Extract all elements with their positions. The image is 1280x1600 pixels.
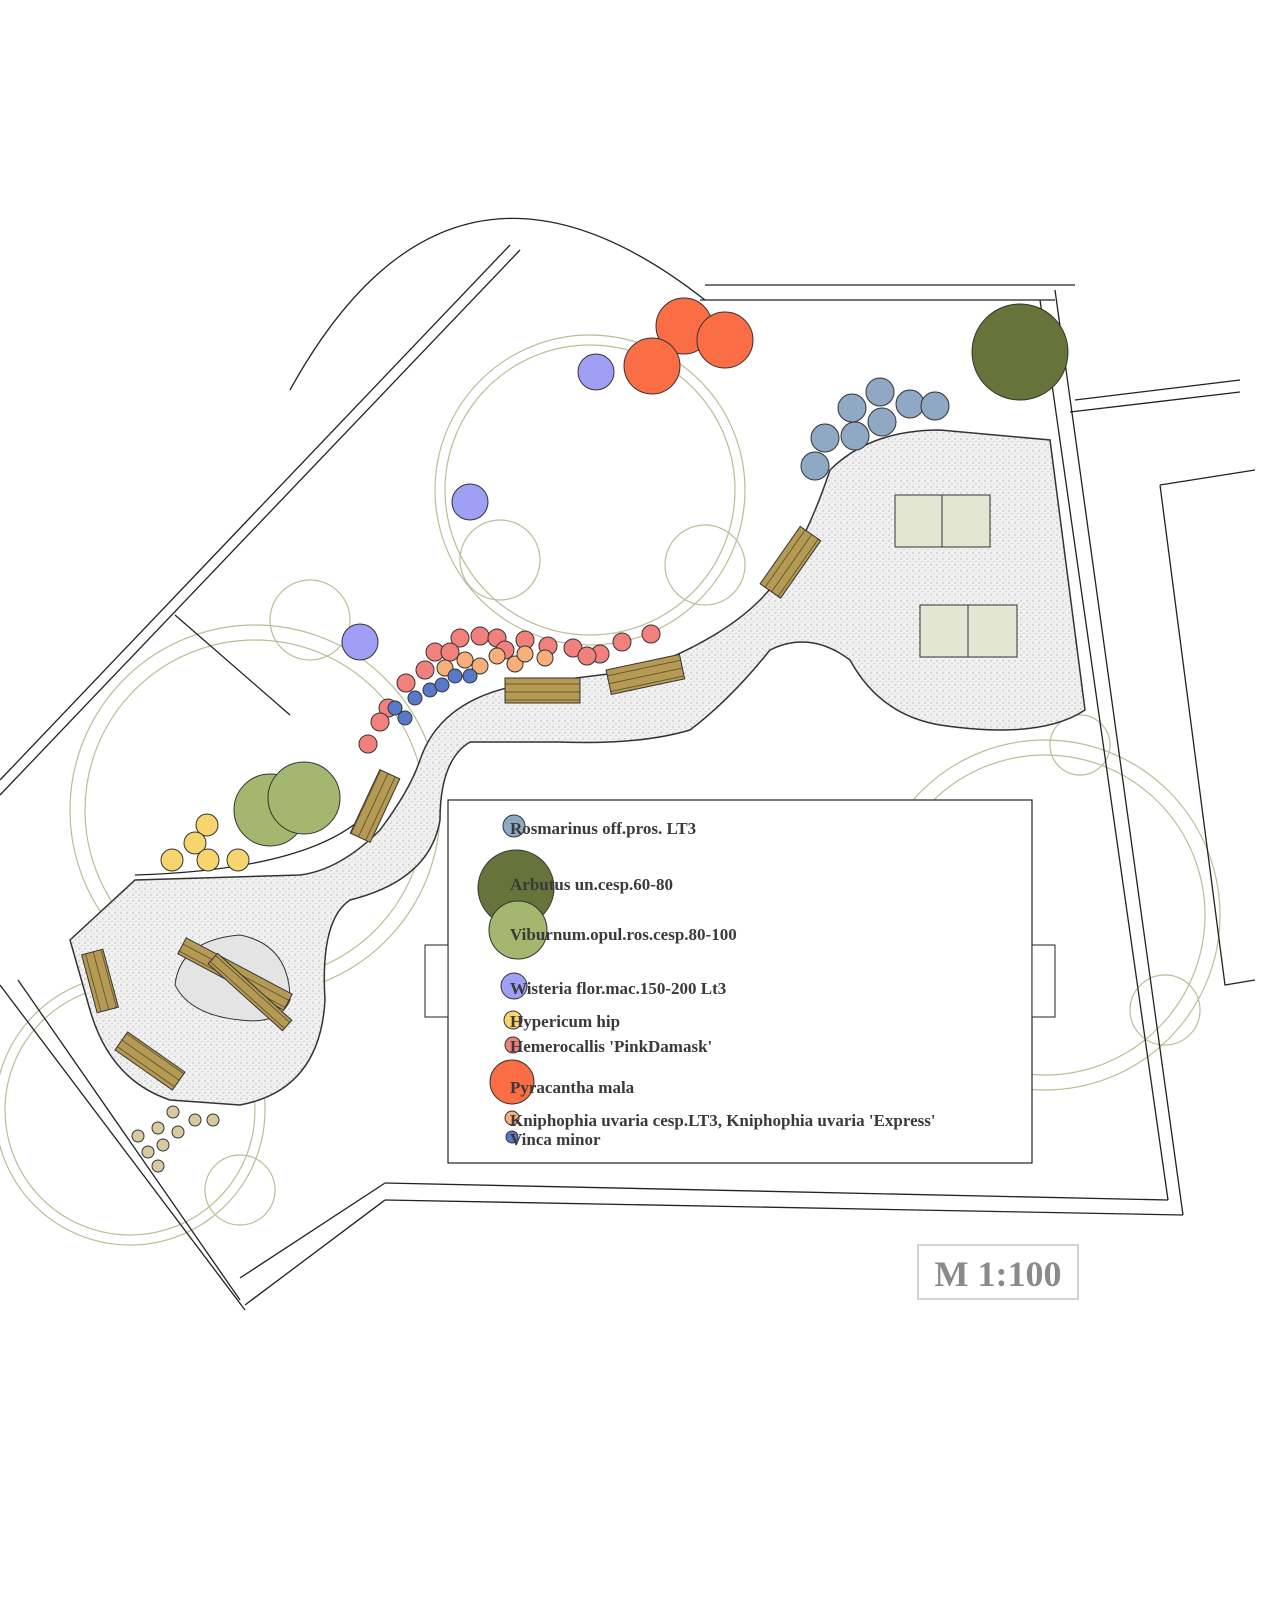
legend-label: Rosmarinus off.pros. LT3 [510, 819, 696, 838]
legend-label: Arbutus un.cesp.60-80 [510, 875, 673, 894]
scale-box: M 1:100 [917, 1244, 1079, 1300]
legend-label: Vinca minor [510, 1130, 601, 1149]
pyracantha-plants [623, 297, 754, 395]
legend-label: Pyracantha mala [510, 1078, 635, 1097]
scale-label: M 1:100 [935, 1254, 1062, 1294]
existing-shrubs [131, 1105, 220, 1173]
wisteria-plants [341, 353, 615, 661]
boundary-wall [0, 217, 1184, 1311]
gravel-path [69, 429, 1086, 1106]
benches [80, 525, 822, 1091]
plant-legend: Rosmarinus off.pros. LT3 Arbutus un.cesp… [424, 799, 1056, 1164]
legend-label: Wisteria flor.mac.150-200 Lt3 [510, 979, 726, 998]
hypericum-plants [160, 813, 250, 872]
arbutus-plant [971, 303, 1069, 401]
legend-swatches [477, 814, 555, 1144]
legend-label: Viburnum.opul.ros.cesp.80-100 [510, 925, 737, 944]
legend-label: Hemerocallis 'PinkDamask' [510, 1037, 712, 1056]
vinca-plants [387, 668, 478, 726]
bed-edge [134, 819, 361, 876]
rosmarinus-plants [800, 377, 950, 481]
plant-symbols [131, 297, 1069, 1173]
street-lines [0, 244, 1256, 986]
patio-slabs [894, 494, 1018, 658]
legend-label: Hypericum hip [510, 1012, 620, 1031]
legend-label: Kniphophia uvaria cesp.LT3, Kniphophia u… [510, 1111, 936, 1130]
viburnum-plants [233, 761, 341, 847]
